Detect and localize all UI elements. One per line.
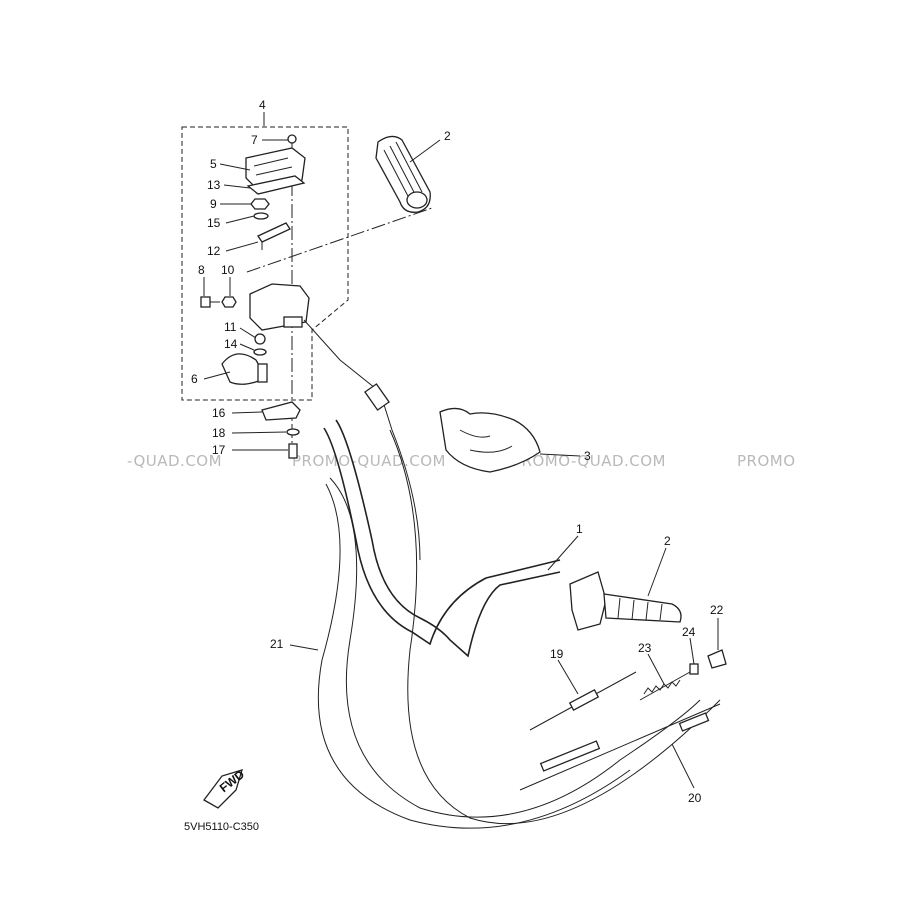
callout-14: 14 — [224, 337, 238, 351]
callout-2-top: 2 — [444, 129, 451, 143]
bolt-24 — [689, 663, 699, 675]
cable-21-loop — [329, 477, 701, 818]
thumb-lever-6 — [221, 353, 268, 385]
watermark-right: PROMO-QUAD.COM — [512, 452, 666, 470]
callout-12: 12 — [207, 244, 221, 258]
cable-20-loop — [389, 429, 721, 825]
screw-8 — [200, 296, 220, 308]
grip-axis-line — [246, 207, 433, 273]
clamp-16 — [261, 401, 301, 421]
diagram-code: 5VH5110-C350 — [184, 821, 259, 833]
handlebar-tube-outer — [335, 419, 561, 658]
watermark-center: PROMO-QUAD.COM — [292, 452, 446, 470]
throttle-housing — [249, 283, 310, 331]
throttle-cable — [303, 319, 421, 561]
callout-1: 1 — [576, 522, 583, 536]
callout-16: 16 — [212, 406, 226, 420]
watermark-edge: PROMO — [737, 452, 796, 470]
callout-23: 23 — [638, 641, 652, 655]
callout-8: 8 — [198, 263, 205, 277]
handlebar-pad-3 — [439, 407, 541, 473]
callout-21: 21 — [270, 637, 284, 651]
washer-15 — [253, 212, 269, 220]
cable-20 — [519, 703, 721, 791]
callout-4: 4 — [259, 98, 266, 112]
right-switch-housing — [569, 571, 607, 631]
callout-18: 18 — [212, 426, 226, 440]
callout-5: 5 — [210, 157, 217, 171]
callout-3: 3 — [584, 449, 591, 463]
callout-15: 15 — [207, 216, 221, 230]
gasket-13 — [246, 175, 306, 195]
cable-19 — [529, 671, 637, 731]
grip-2-right — [603, 593, 682, 623]
cable-adjuster — [364, 383, 390, 411]
fwd-arrow: FWD — [203, 767, 247, 809]
lever-12 — [257, 222, 291, 250]
callout-13: 13 — [207, 178, 221, 192]
throttle-assembly-box — [181, 126, 349, 401]
callout-19: 19 — [550, 647, 564, 661]
spring-23 — [639, 671, 691, 701]
grip-2-top — [375, 135, 431, 213]
nut-9 — [250, 198, 270, 210]
callouts: 4 7 5 13 9 15 12 8 10 11 14 6 16 18 17 2… — [191, 98, 724, 805]
nut-11 — [254, 333, 266, 345]
leader-lines — [203, 112, 719, 789]
watermark-left: -QUAD.COM — [127, 452, 222, 470]
wing-bolt-22 — [707, 649, 727, 669]
bolt-17 — [288, 443, 298, 459]
cable-21-loop-b — [317, 483, 631, 829]
watermark-layer: -QUAD.COM PROMO-QUAD.COM PROMO-QUAD.COM … — [127, 452, 796, 470]
callout-6: 6 — [191, 372, 198, 386]
callout-9: 9 — [210, 197, 217, 211]
callout-24: 24 — [682, 625, 696, 639]
handlebar-tube-inner — [323, 427, 561, 646]
washer-18 — [286, 428, 300, 436]
callout-2-right: 2 — [664, 534, 671, 548]
nut-10 — [221, 296, 237, 308]
callout-17: 17 — [212, 443, 226, 457]
callout-22: 22 — [710, 603, 724, 617]
callout-20: 20 — [688, 791, 702, 805]
callout-7: 7 — [251, 133, 258, 147]
callout-11: 11 — [224, 320, 237, 334]
washer-14 — [253, 348, 267, 356]
callout-10: 10 — [221, 263, 235, 277]
